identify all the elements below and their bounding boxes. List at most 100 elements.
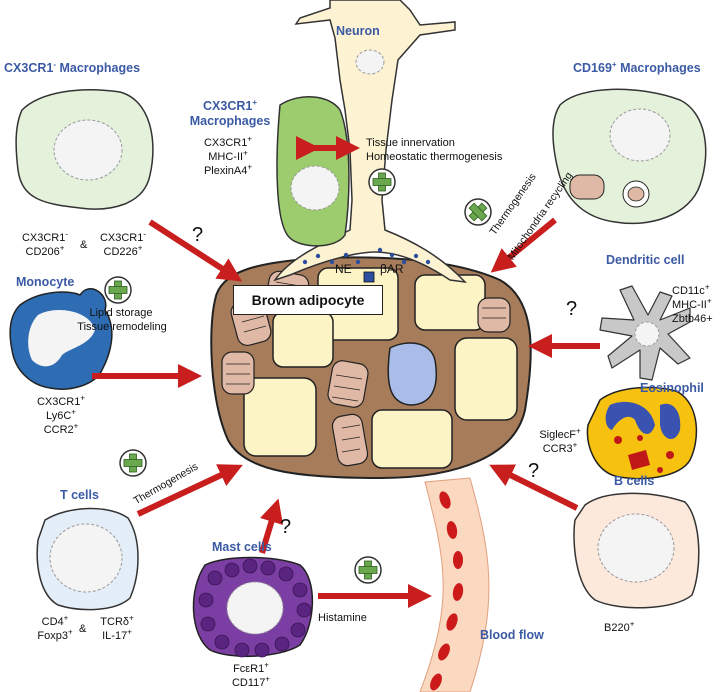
cd169-title: CD169+ Macrophages [573, 59, 701, 76]
lipid-text: Lipid storage [89, 307, 153, 319]
sup-plus: + [706, 296, 712, 306]
adipocyte-label: Brown adipocyte [233, 285, 383, 315]
ne-text: NE [335, 262, 352, 276]
cx3cr1-neg-left-markers: CX3CR1- CD206+ [16, 229, 74, 259]
neuron-cell [273, 0, 467, 284]
sup-plus: + [129, 613, 134, 623]
innervation-text: Tissue innervation [366, 137, 455, 149]
amp-1: & [80, 239, 88, 251]
mast-title: Mast cells [212, 540, 272, 554]
eosinophil-cell [586, 386, 698, 480]
tcells-title: T cells [60, 488, 99, 502]
dendritic-title: Dendritic cell [606, 253, 685, 267]
question-mark-1: ? [192, 224, 204, 246]
question-mark-2: ? [566, 298, 578, 320]
cx3cr1-neg-macrophage [15, 89, 154, 210]
sup-plus: + [252, 97, 257, 107]
b-cell [573, 492, 700, 609]
bcells-title: B cells [614, 474, 655, 488]
homeostatic-text: Homeostatic thermogenesis [366, 151, 503, 163]
sup-plus: + [611, 59, 617, 69]
sup-plus: + [576, 426, 581, 436]
sup-plus: + [137, 243, 143, 253]
marker: B220 [604, 622, 630, 634]
marker: CD11c [672, 285, 705, 297]
sup-plus: + [629, 619, 635, 629]
sup-plus: + [80, 393, 86, 403]
arrows [92, 136, 600, 608]
marker: CD117 [231, 677, 266, 689]
cx3cr1-neg-right-markers: CX3CR1- CD226+ [94, 229, 152, 259]
marker: CCR2 [43, 424, 74, 436]
eosinophil-markers: SiglecF+ CCR3+ [532, 426, 588, 456]
cx3cr1-pos-title-line1: CX3CR1 [203, 99, 253, 113]
plus-icons [104, 168, 492, 584]
monocyte-cell [9, 288, 113, 390]
dendritic-cell [599, 285, 691, 381]
monocyte-title: Monocyte [16, 275, 75, 289]
remodel-text: Tissue remodeling [77, 321, 167, 333]
marker: CX3CR1 [36, 396, 81, 408]
marker: TCRδ [100, 616, 130, 628]
monocyte-markers: CX3CR1+ Ly6C+ CCR2+ [30, 393, 92, 437]
tcells-right-markers: TCRδ+ IL-17+ [92, 613, 142, 643]
histamine-text: Histamine [318, 612, 367, 624]
sup-minus: - [53, 59, 56, 69]
cd169-title-text: CD169 [573, 61, 612, 75]
marker: PlexinA4 [203, 165, 248, 177]
marker: Foxp3 [37, 630, 68, 642]
question-mark-4: ? [280, 516, 292, 538]
sup-plus: + [67, 627, 73, 637]
marker: CX3CR1 [21, 232, 66, 244]
blood-vessel [419, 477, 490, 692]
sup-plus: + [73, 421, 79, 431]
mast-cell [192, 556, 314, 658]
cx3cr1-pos-title: CX3CR1+ Macrophages [180, 97, 280, 129]
eosinophil-title: Eosinophil [640, 381, 704, 395]
sup-plus: + [572, 440, 578, 450]
amp-2: & [79, 623, 87, 635]
sup-plus: + [71, 407, 76, 417]
dendritic-markers: CD11c+ MHC-II+ Zbtb46+ [672, 282, 713, 326]
mast-markers: FcεR1+ CD117+ [218, 660, 284, 690]
sup-plus: + [127, 627, 132, 637]
marker: CX3CR1 [99, 232, 144, 244]
marker: CD4 [41, 616, 64, 628]
bar-text: βAR [380, 262, 404, 276]
question-mark-3: ? [528, 460, 540, 482]
marker: CD206 [25, 246, 60, 258]
sup-plus: + [704, 282, 710, 292]
sup-plus: + [59, 243, 65, 253]
neuron-title: Neuron [336, 24, 380, 38]
cx3cr1-pos-markers: CX3CR1+ MHC-II+ PlexinA4+ [196, 134, 260, 178]
marker: SiglecF [539, 429, 576, 441]
cd169-title-tail: Macrophages [616, 61, 701, 75]
marker: Zbtb46+ [672, 313, 713, 325]
cx3cr1-neg-title-text: CX3CR1 [4, 61, 54, 75]
sup-plus: + [264, 660, 269, 670]
sup-minus: - [143, 229, 147, 239]
cx3cr1-pos-title-line2: Macrophages [189, 114, 271, 128]
sup-minus: - [65, 229, 69, 239]
t-cell [36, 507, 139, 611]
sup-plus: + [247, 134, 253, 144]
bcells-markers: B220+ [604, 619, 635, 635]
sup-plus: + [63, 613, 69, 623]
marker: CCR3 [542, 443, 573, 455]
marker: Ly6C [46, 410, 72, 422]
marker: IL-17 [102, 630, 128, 642]
marker: CX3CR1 [203, 137, 248, 149]
sup-plus: + [243, 148, 248, 158]
marker: MHC-II [208, 151, 244, 163]
tcells-left-markers: CD4+ Foxp3+ [34, 613, 76, 643]
marker: MHC-II [672, 299, 707, 311]
blood-title: Blood flow [480, 628, 544, 642]
cd169-macrophage [552, 88, 707, 225]
cx3cr1-neg-title: CX3CR1- Macrophages [4, 59, 141, 76]
cx3cr1-neg-title-tail: Macrophages [56, 61, 141, 75]
marker: CD226 [103, 246, 138, 258]
cx3cr1-pos-macrophage [276, 96, 350, 247]
sup-plus: + [265, 674, 271, 684]
